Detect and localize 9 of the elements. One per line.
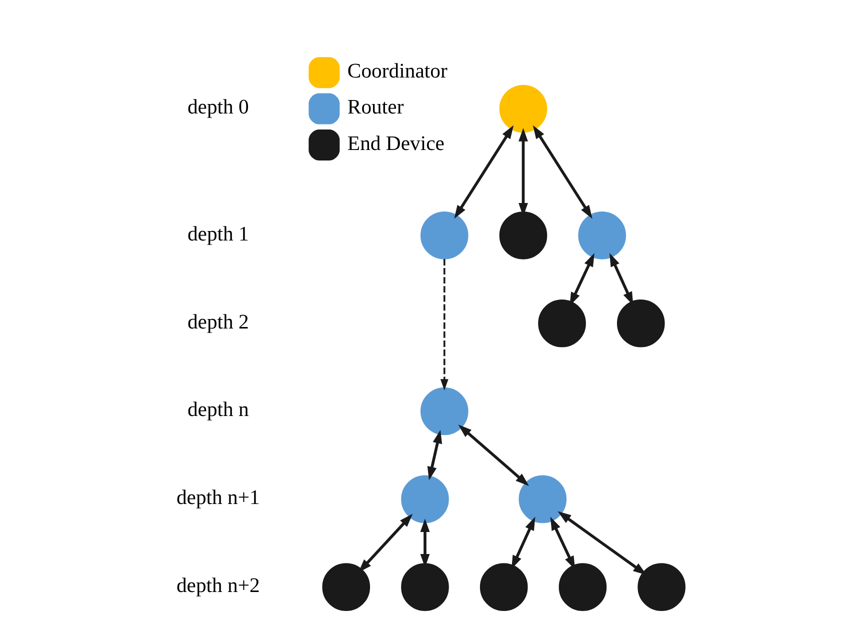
label: depth n	[187, 399, 249, 422]
label: depth n+2	[176, 574, 260, 597]
label: depth 1	[187, 223, 249, 246]
label: depth n+1	[176, 487, 260, 510]
label: depth 2	[187, 311, 249, 334]
legend-label: End Device	[347, 132, 444, 155]
label: depth 0	[187, 96, 249, 119]
legend-label: Coordinator	[347, 60, 448, 82]
legend-label: Router	[347, 96, 404, 119]
